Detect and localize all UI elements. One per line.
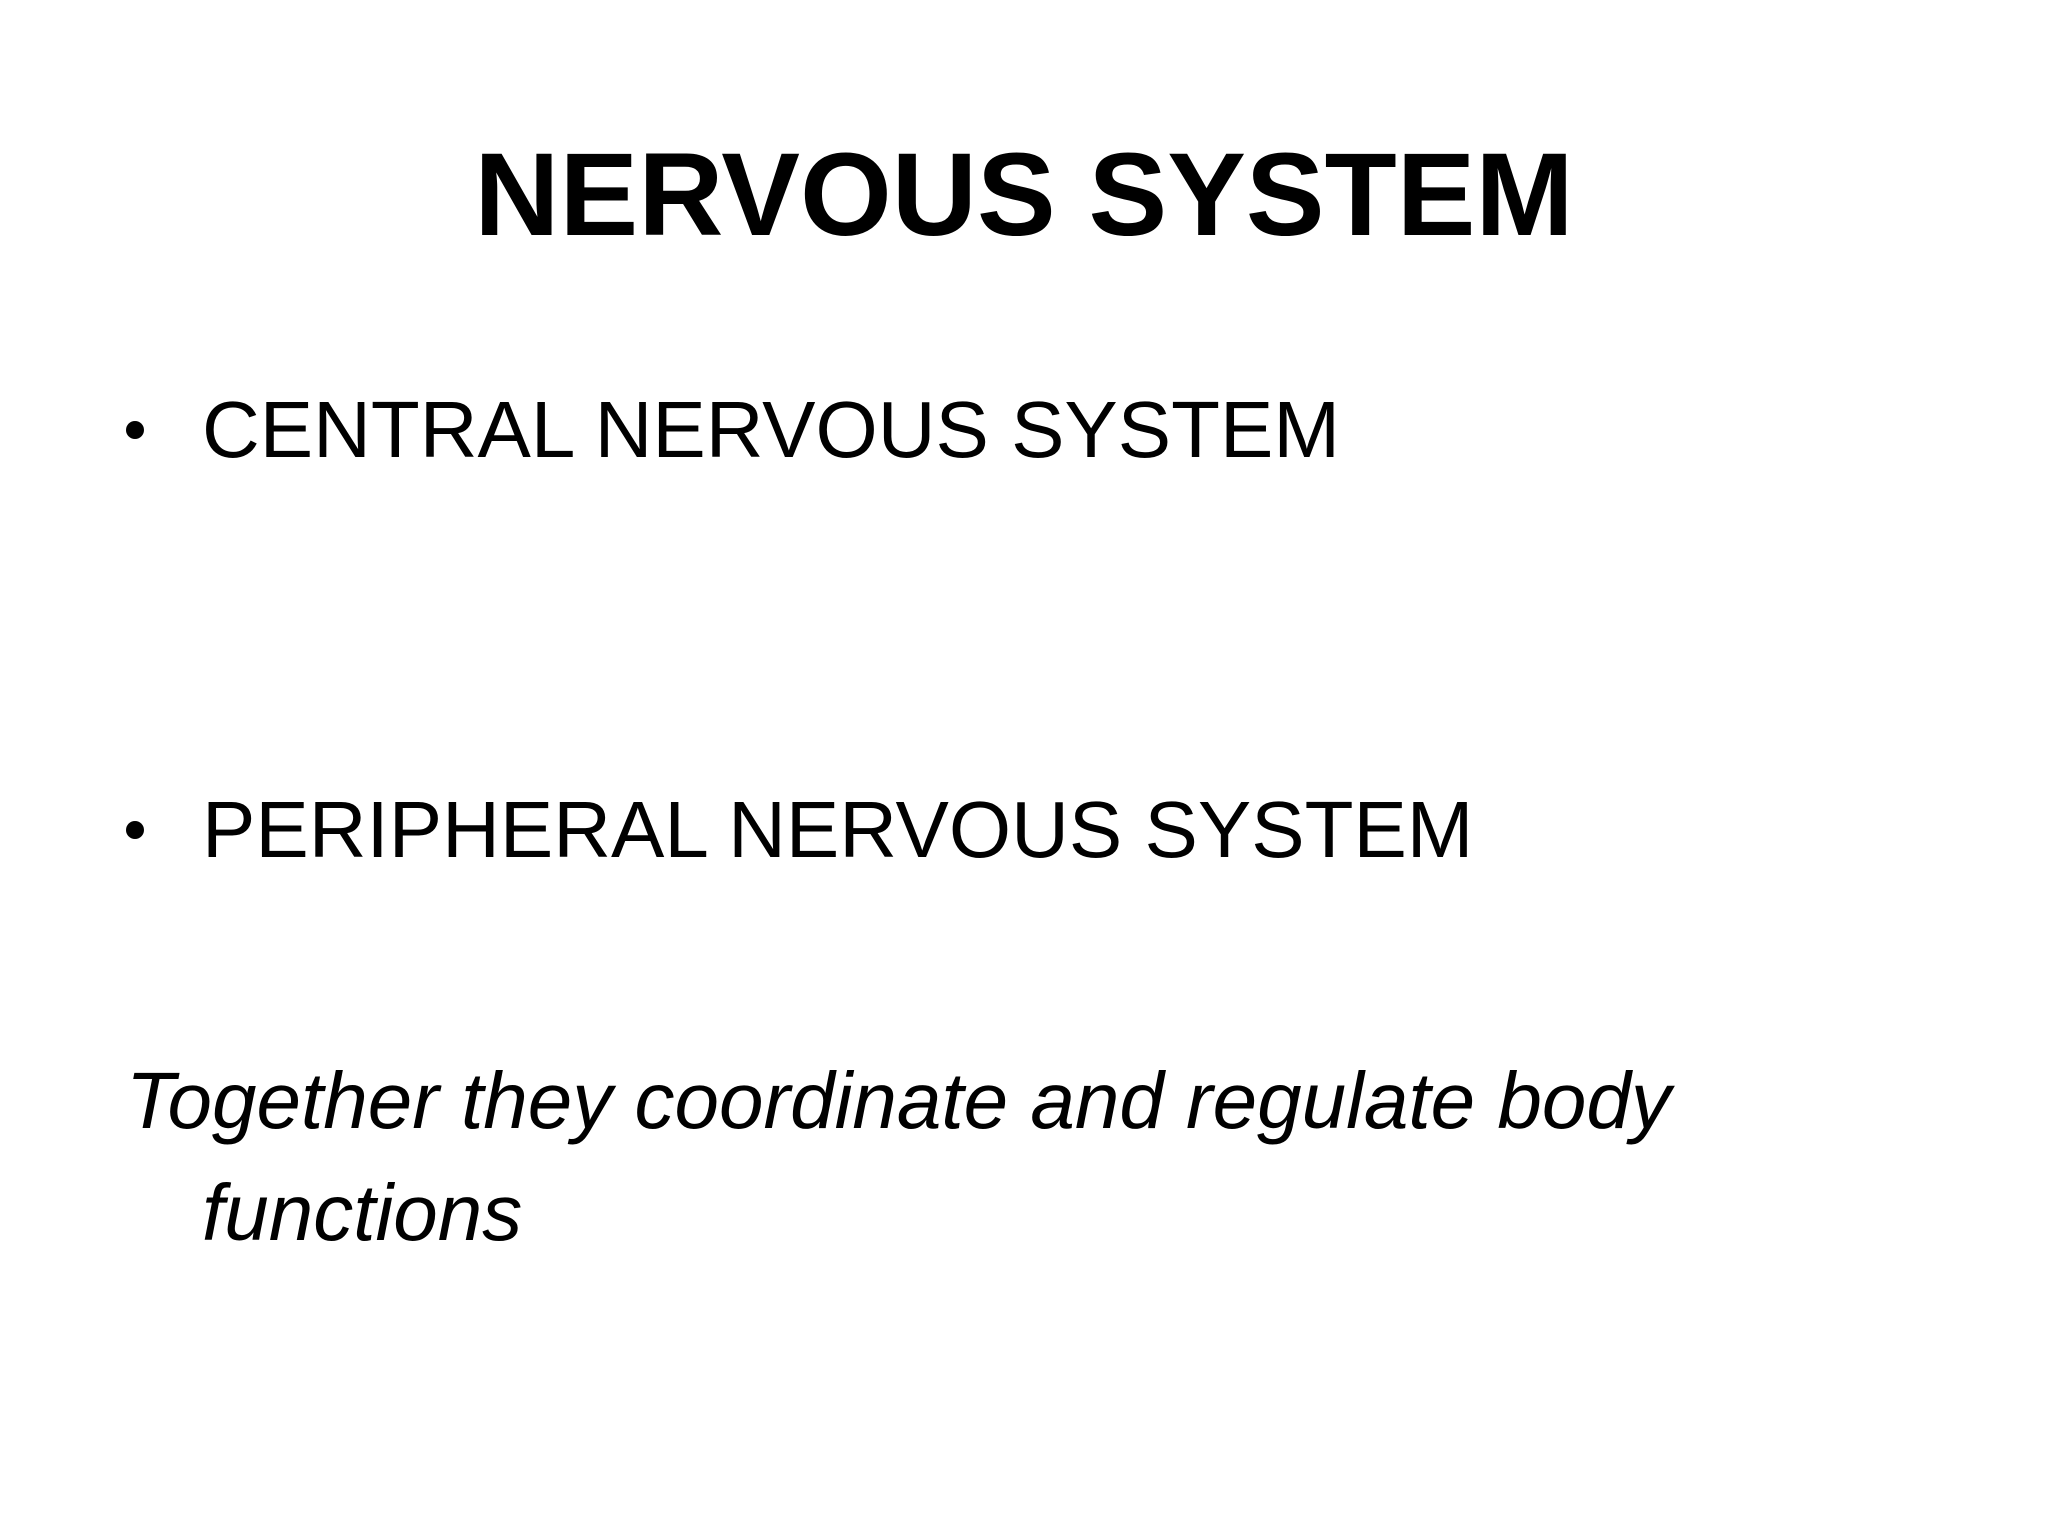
bullet-text: CENTRAL NERVOUS SYSTEM bbox=[202, 385, 1341, 474]
bullet-item-peripheral: PERIPHERAL NERVOUS SYSTEM bbox=[126, 785, 1473, 875]
bullet-item-central: CENTRAL NERVOUS SYSTEM bbox=[126, 385, 1340, 475]
slide-title: NERVOUS SYSTEM bbox=[474, 129, 1574, 261]
bullet-text: PERIPHERAL NERVOUS SYSTEM bbox=[202, 785, 1474, 874]
summary-note-line: functions bbox=[202, 1168, 523, 1257]
summary-note: Together they coordinate and regulate bo… bbox=[126, 1045, 1946, 1269]
bullet-icon bbox=[126, 421, 144, 439]
bullet-icon bbox=[126, 821, 144, 839]
summary-note-line: Together they coordinate and regulate bo… bbox=[126, 1056, 1671, 1145]
